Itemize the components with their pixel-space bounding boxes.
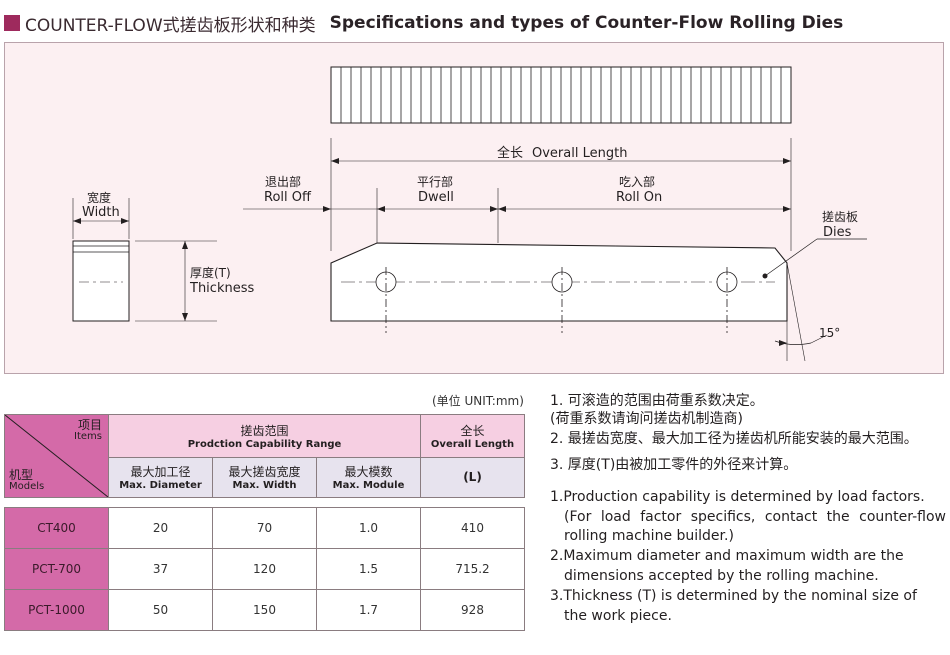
diameter-cell: 50 [108,589,213,631]
die-teeth [340,67,782,123]
col-header-length: (L) [420,456,525,498]
die-drawing: 全长 Overall Length 退出部 Roll Off 平行部 Dwell… [72,66,867,362]
table-corner-header: 项目 Items 机型 Models [4,414,109,498]
note-en-3b: the work piece. [564,608,672,624]
module-cell: 1.7 [316,589,421,631]
roll-off-en: Roll Off [264,190,312,205]
length-cell: 715.2 [420,548,525,590]
title-marker-icon [4,15,20,31]
dwell-en: Dwell [418,190,454,205]
width-cell: 120 [212,548,317,590]
overall-length-en: Overall Length [532,146,627,161]
note-cn-3: 3. 厚度(T)由被加工零件的外径来计算。 [550,457,798,473]
thickness-en: Thickness [189,281,254,296]
col-header-width: 最大搓齿宽度 Max. Width [212,456,317,498]
model-cell: PCT-700 [4,548,109,590]
items-en: Items [74,431,102,442]
table-row: PCT-1000 50 150 1.7 928 [4,589,525,631]
overall-length-cn: 全长 [497,145,523,161]
model-cell: PCT-1000 [4,589,109,631]
items-cn: 项目 [77,418,102,432]
width-cell: 150 [212,589,317,631]
note-cn-1: 1. 可滚造的范围由荷重系数决定。 [550,393,764,409]
thickness-cn: 厚度(T) [190,265,231,280]
page-title: COUNTER-FLOW式搓齿板形状和种类 Specifications and… [4,8,843,38]
note-en-1: 1.Production capability is determined by… [550,489,925,505]
mounting-holes [375,267,738,333]
dies-en: Dies [823,225,852,240]
roll-off-cn: 退出部 [265,174,301,189]
notes: 1. 可滚造的范围由荷重系数决定。 (荷重系数请询问搓齿机制造商) 2. 最搓齿… [550,392,946,627]
note-cn-2: 2. 最搓齿宽度、最大加工径为搓齿机所能安装的最大范围。 [550,431,918,447]
table-row: PCT-700 37 120 1.5 715.2 [4,548,525,590]
width-cell: 70 [212,507,317,549]
dies-cn: 搓齿板 [822,209,858,224]
width-cn: 宽度 [87,190,111,205]
diameter-cell: 20 [108,507,213,549]
models-en: Models [9,481,45,492]
table-row: CT400 20 70 1.0 410 [4,507,525,549]
roll-on-cn: 吃入部 [619,174,655,189]
note-en-2b: dimensions accepted by the rolling machi… [564,568,879,584]
unit-label: (单位 UNIT:mm) [432,394,524,408]
length-cell: 928 [420,589,525,631]
model-cell: CT400 [4,507,109,549]
note-en-1b: (For load factor specifics, contact the … [564,509,946,544]
length-cell: 410 [420,507,525,549]
spec-table: 项目 Items 机型 Models 搓齿范围 Prodction Capabi… [4,414,525,631]
col-header-diameter: 最大加工径 Max. Diameter [108,456,213,498]
module-cell: 1.0 [316,507,421,549]
note-en-3: 3.Thickness (T) is determined by the nom… [550,588,917,604]
angle-label: 15° [819,326,840,340]
note-en-2: 2.Maximum diameter and maximum width are… [550,548,904,564]
die-end-view [72,240,130,322]
length-header: 全长 Overall Length [420,414,525,458]
roll-on-en: Roll On [616,190,662,205]
module-cell: 1.5 [316,548,421,590]
models-cn: 机型 [9,468,34,482]
range-header: 搓齿范围 Prodction Capability Range [108,414,421,458]
dwell-cn: 平行部 [417,174,453,189]
diameter-cell: 37 [108,548,213,590]
note-cn-1b: (荷重系数请询问搓齿机制造商) [550,411,743,427]
title-chinese: COUNTER-FLOW式搓齿板形状和种类 [25,15,316,36]
title-english: Specifications and types of Counter-Flow… [329,13,844,33]
die-diagram: 全长 Overall Length 退出部 Roll Off 平行部 Dwell… [4,42,944,374]
width-en: Width [82,205,120,220]
col-header-module: 最大模数 Max. Module [316,456,421,498]
